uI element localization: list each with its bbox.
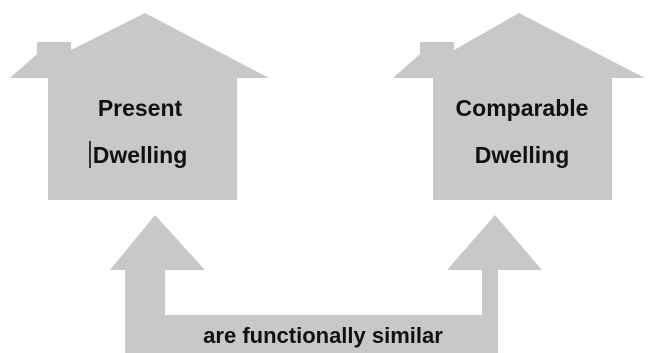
text-cursor-mark bbox=[89, 141, 91, 168]
house-comparable-dwelling: Comparable Dwelling bbox=[393, 13, 645, 200]
house-comparable-shape bbox=[393, 13, 645, 200]
house-present-label-line2: Dwelling bbox=[93, 142, 188, 168]
house-present-dwelling: Present Dwelling bbox=[10, 13, 269, 200]
house-comparable-label-line1: Comparable bbox=[456, 95, 589, 121]
house-comparable-label-line2: Dwelling bbox=[475, 142, 570, 168]
house-present-shape bbox=[10, 13, 269, 200]
double-headed-u-arrow-shape bbox=[110, 215, 542, 353]
similarity-arrow: are functionally similar bbox=[110, 215, 542, 353]
arrow-label: are functionally similar bbox=[203, 323, 443, 348]
house-present-label-line1: Present bbox=[98, 95, 183, 121]
